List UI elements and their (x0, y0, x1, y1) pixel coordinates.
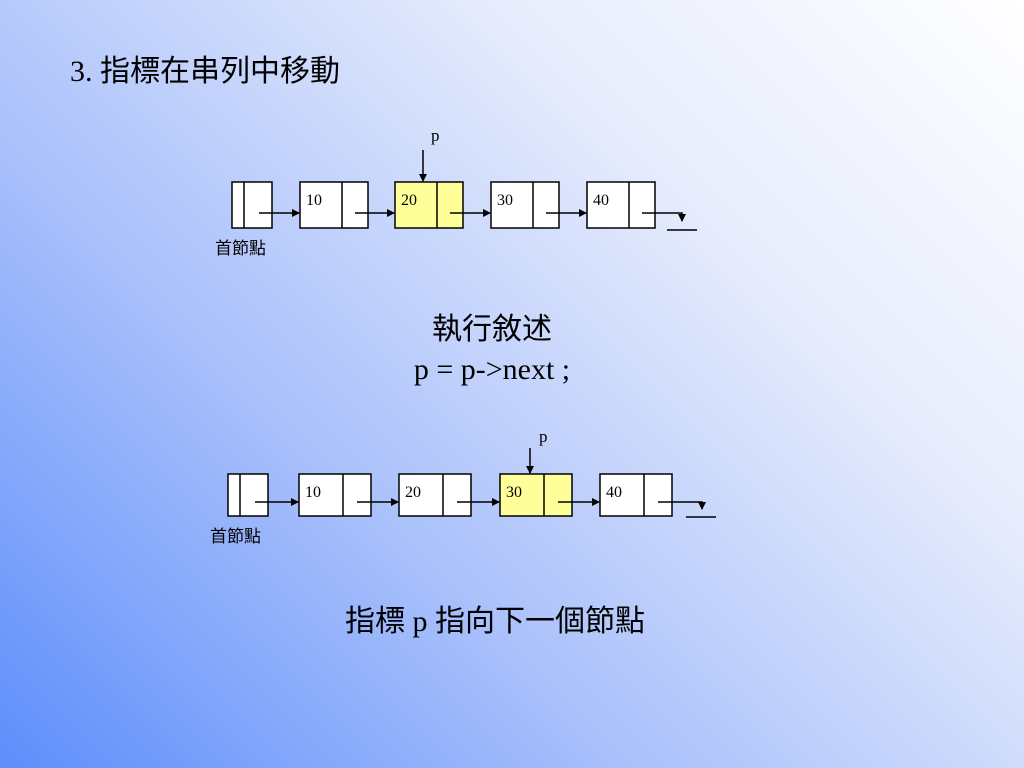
result-caption: 指標 p 指向下一個節點 (345, 605, 645, 638)
node-value: 20 (405, 484, 421, 501)
node-box (398, 473, 472, 517)
diagram-after: 首節點 10 20 30 40 p (210, 427, 716, 546)
head-node (231, 181, 273, 229)
node-value: 40 (593, 192, 609, 209)
node-box (298, 473, 372, 517)
node-box (490, 181, 560, 229)
node-box-highlighted (394, 181, 464, 229)
node-value: 10 (305, 484, 321, 501)
diagram-before: 首節點 10 20 30 40 p (215, 126, 697, 258)
node-box (586, 181, 656, 229)
head-label: 首節點 (210, 527, 261, 546)
statement-code: p = p->next ; (413, 353, 571, 386)
node-value: 40 (606, 484, 622, 501)
head-node (227, 473, 269, 517)
node-box (599, 473, 673, 517)
null-arrow (658, 501, 706, 510)
node-box (299, 181, 369, 229)
slide-title: 3. 指標在串列中移動 (70, 55, 340, 88)
node-value: 30 (497, 192, 513, 209)
node-box-highlighted (499, 473, 573, 517)
null-arrow (642, 212, 686, 222)
statement-label: 執行敘述 (432, 313, 552, 346)
node-value: 10 (306, 192, 322, 209)
pointer-label: p (431, 126, 440, 145)
head-label: 首節點 (215, 239, 266, 258)
node-value: 20 (401, 192, 417, 209)
pointer-label: p (539, 427, 548, 446)
node-value: 30 (506, 484, 522, 501)
